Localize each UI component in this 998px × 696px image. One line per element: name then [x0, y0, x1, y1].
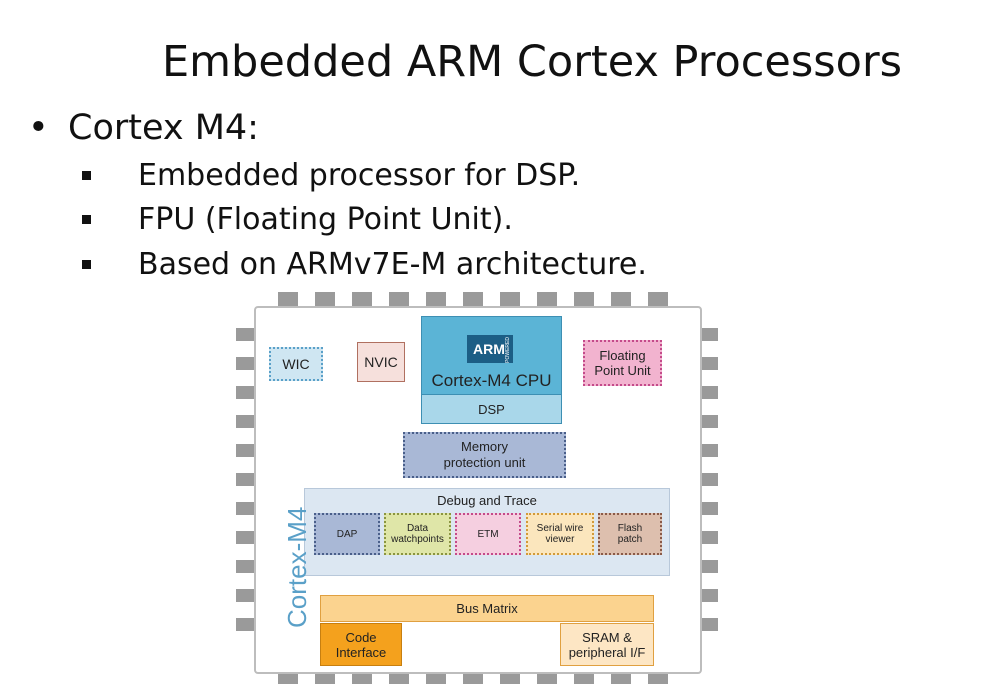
chip-pin: [426, 292, 446, 306]
chip-pin: [611, 292, 631, 306]
fpu-label-line2: Point Unit: [594, 363, 651, 378]
code-interface-block: Code Interface: [320, 623, 402, 666]
arm-logo: ARM POWERED: [467, 335, 513, 363]
dsp-label: DSP: [478, 401, 505, 417]
nvic-block: NVIC: [357, 342, 405, 382]
chip-pin: [236, 560, 254, 573]
dw-label-line2: watchpoints: [391, 534, 444, 545]
chip-pin: [700, 415, 718, 428]
chip-pin: [700, 328, 718, 341]
dap-block: DAP: [314, 513, 380, 555]
chip-pin: [463, 292, 483, 306]
chip-pin: [700, 473, 718, 486]
chip-label: Cortex-M4: [282, 506, 312, 628]
nvic-label: NVIC: [364, 354, 398, 370]
slide-title: Embedded ARM Cortex Processors: [162, 37, 903, 87]
chip-pin: [236, 357, 254, 370]
chip-pin: [700, 531, 718, 544]
code-label-line1: Code: [345, 629, 377, 645]
square-bullet-icon: [82, 215, 91, 224]
sram-label-line2: peripheral I/F: [568, 644, 646, 660]
wic-label: WIC: [282, 356, 310, 372]
memory-protection-unit-block: Memory protection unit: [403, 432, 566, 478]
mpu-label-line1: Memory: [461, 439, 508, 454]
chip-pin: [236, 386, 254, 399]
chip-pin: [700, 589, 718, 602]
wic-block: WIC: [269, 347, 323, 381]
chip-pin: [236, 531, 254, 544]
fp-label-line2: patch: [617, 534, 643, 545]
chip-pin: [700, 386, 718, 399]
swv-label-line2: viewer: [545, 534, 575, 545]
etm-label: ETM: [477, 528, 499, 540]
mpu-label-line2: protection unit: [443, 455, 526, 470]
sub-item-text: Based on ARMv7E-M architecture.: [138, 247, 647, 282]
sub-item-text: Embedded processor for DSP.: [138, 158, 581, 193]
flash-patch-block: Flash patch: [598, 513, 662, 555]
bullet-dot-icon: •: [28, 108, 49, 148]
debug-and-trace-block: Debug and Trace DAP Data watchpoints ETM…: [304, 488, 670, 576]
bullet-text: Cortex M4:: [68, 108, 259, 148]
swv-label-line1: Serial wire: [536, 523, 584, 534]
chip-pin: [700, 444, 718, 457]
chip-pin: [574, 292, 594, 306]
chip-pin: [236, 618, 254, 631]
chip-pin: [236, 328, 254, 341]
arm-powered-label: POWERED: [505, 337, 511, 363]
chip-pin: [700, 618, 718, 631]
chip-pin: [236, 502, 254, 515]
chip-pin: [278, 292, 298, 306]
fpu-label-line1: Floating: [599, 348, 646, 363]
etm-block: ETM: [455, 513, 521, 555]
chip-pin: [648, 292, 668, 306]
cpu-label: Cortex-M4 CPU: [431, 371, 552, 390]
serial-wire-viewer-block: Serial wire viewer: [526, 513, 594, 555]
data-watchpoints-block: Data watchpoints: [384, 513, 451, 555]
dap-label: DAP: [336, 528, 358, 540]
chip-pin: [389, 292, 409, 306]
fp-label-line1: Flash: [617, 523, 643, 534]
bus-matrix-block: Bus Matrix: [320, 595, 654, 622]
chip-pin: [500, 292, 520, 306]
chip-pin: [700, 502, 718, 515]
sram-peripheral-block: SRAM & peripheral I/F: [560, 623, 654, 666]
chip-pin: [537, 292, 557, 306]
bus-matrix-label: Bus Matrix: [456, 601, 518, 616]
cortex-m4-cpu-block: ARM POWERED Cortex-M4 CPU DSP: [421, 316, 562, 424]
sub-item-text: FPU (Floating Point Unit).: [138, 202, 513, 237]
debug-and-trace-title: Debug and Trace: [437, 493, 537, 508]
chip-pin: [236, 473, 254, 486]
chip-pin: [236, 444, 254, 457]
chip-pin: [700, 357, 718, 370]
square-bullet-icon: [82, 260, 91, 269]
floating-point-unit-block: Floating Point Unit: [583, 340, 662, 386]
square-bullet-icon: [82, 171, 91, 180]
dsp-block: DSP: [422, 394, 561, 423]
chip-pin: [236, 589, 254, 602]
chip-body: WIC NVIC ARM POWERED Cortex-M4 CPU DSP F…: [254, 306, 702, 674]
dw-label-line1: Data: [406, 523, 429, 534]
cortex-m4-chip-diagram: WIC NVIC ARM POWERED Cortex-M4 CPU DSP F…: [230, 288, 724, 692]
sram-label-line1: SRAM &: [582, 629, 632, 645]
chip-pin: [315, 292, 335, 306]
chip-pin: [236, 415, 254, 428]
chip-pin: [700, 560, 718, 573]
code-label-line2: Interface: [335, 644, 387, 660]
chip-pin: [352, 292, 372, 306]
